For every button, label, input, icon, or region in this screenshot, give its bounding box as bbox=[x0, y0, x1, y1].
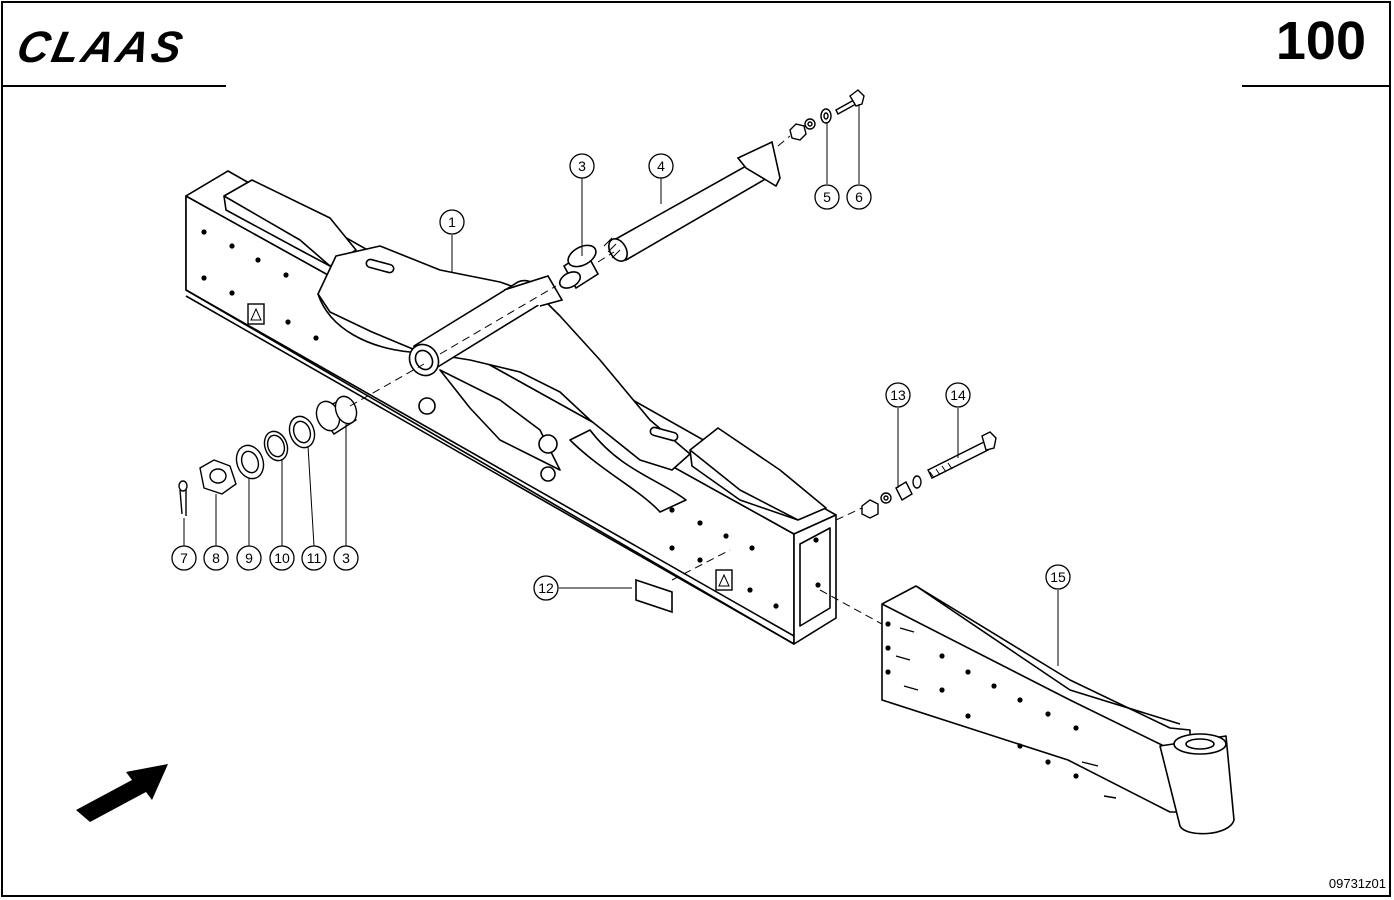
beam-holes bbox=[201, 229, 821, 609]
pivot-tube bbox=[408, 275, 564, 377]
pivot-bracket bbox=[317, 245, 691, 513]
callout-7: 7 bbox=[171, 545, 197, 571]
claas-logo: CLAAS bbox=[13, 23, 190, 71]
callout-15: 15 bbox=[1045, 564, 1071, 590]
leader-lines bbox=[183, 104, 1059, 666]
callout-1: 1 bbox=[439, 209, 465, 235]
svg-text:9: 9 bbox=[245, 550, 253, 566]
callout-5: 5 bbox=[814, 184, 840, 210]
svg-text:12: 12 bbox=[538, 580, 554, 596]
callout-11: 11 bbox=[301, 545, 327, 571]
svg-text:CLAAS: CLAAS bbox=[13, 23, 190, 71]
svg-text:8: 8 bbox=[212, 550, 220, 566]
warning-label-right bbox=[715, 569, 733, 591]
page-number: 100 bbox=[1275, 11, 1366, 71]
left-fasteners bbox=[178, 395, 358, 516]
drawing-code: 09731z01 bbox=[1328, 876, 1386, 891]
callout-14: 14 bbox=[945, 382, 971, 408]
svg-text:13: 13 bbox=[890, 387, 906, 403]
callout-4: 4 bbox=[648, 153, 674, 179]
callout-3-bottom: 3 bbox=[333, 545, 359, 571]
warning-label-left bbox=[247, 303, 265, 325]
svg-text:14: 14 bbox=[950, 387, 966, 403]
svg-text:7: 7 bbox=[180, 550, 188, 566]
extension-holes bbox=[885, 621, 1079, 779]
svg-text:5: 5 bbox=[823, 189, 831, 205]
svg-text:6: 6 bbox=[855, 189, 863, 205]
assembly-axes bbox=[349, 135, 883, 625]
pivot-pin bbox=[603, 140, 781, 262]
callout-6: 6 bbox=[846, 184, 872, 210]
callout-12: 12 bbox=[533, 575, 559, 601]
svg-text:3: 3 bbox=[342, 550, 350, 566]
svg-text:4: 4 bbox=[657, 158, 665, 174]
callout-13: 13 bbox=[885, 382, 911, 408]
svg-text:3: 3 bbox=[578, 158, 586, 174]
top-bushing bbox=[558, 244, 600, 290]
top-fasteners bbox=[789, 89, 865, 141]
svg-text:11: 11 bbox=[307, 550, 322, 566]
svg-text:15: 15 bbox=[1050, 569, 1066, 585]
decal-plate bbox=[635, 578, 673, 614]
callout-9: 9 bbox=[236, 545, 262, 571]
extension-beam bbox=[881, 585, 1235, 835]
direction-arrow-icon bbox=[76, 764, 168, 822]
svg-text:10: 10 bbox=[274, 550, 290, 566]
right-fasteners bbox=[861, 431, 997, 519]
svg-text:1: 1 bbox=[448, 214, 456, 230]
callout-10: 10 bbox=[269, 545, 295, 571]
callout-3-top: 3 bbox=[569, 153, 595, 179]
extension-slots bbox=[895, 627, 1117, 799]
callout-8: 8 bbox=[203, 545, 229, 571]
